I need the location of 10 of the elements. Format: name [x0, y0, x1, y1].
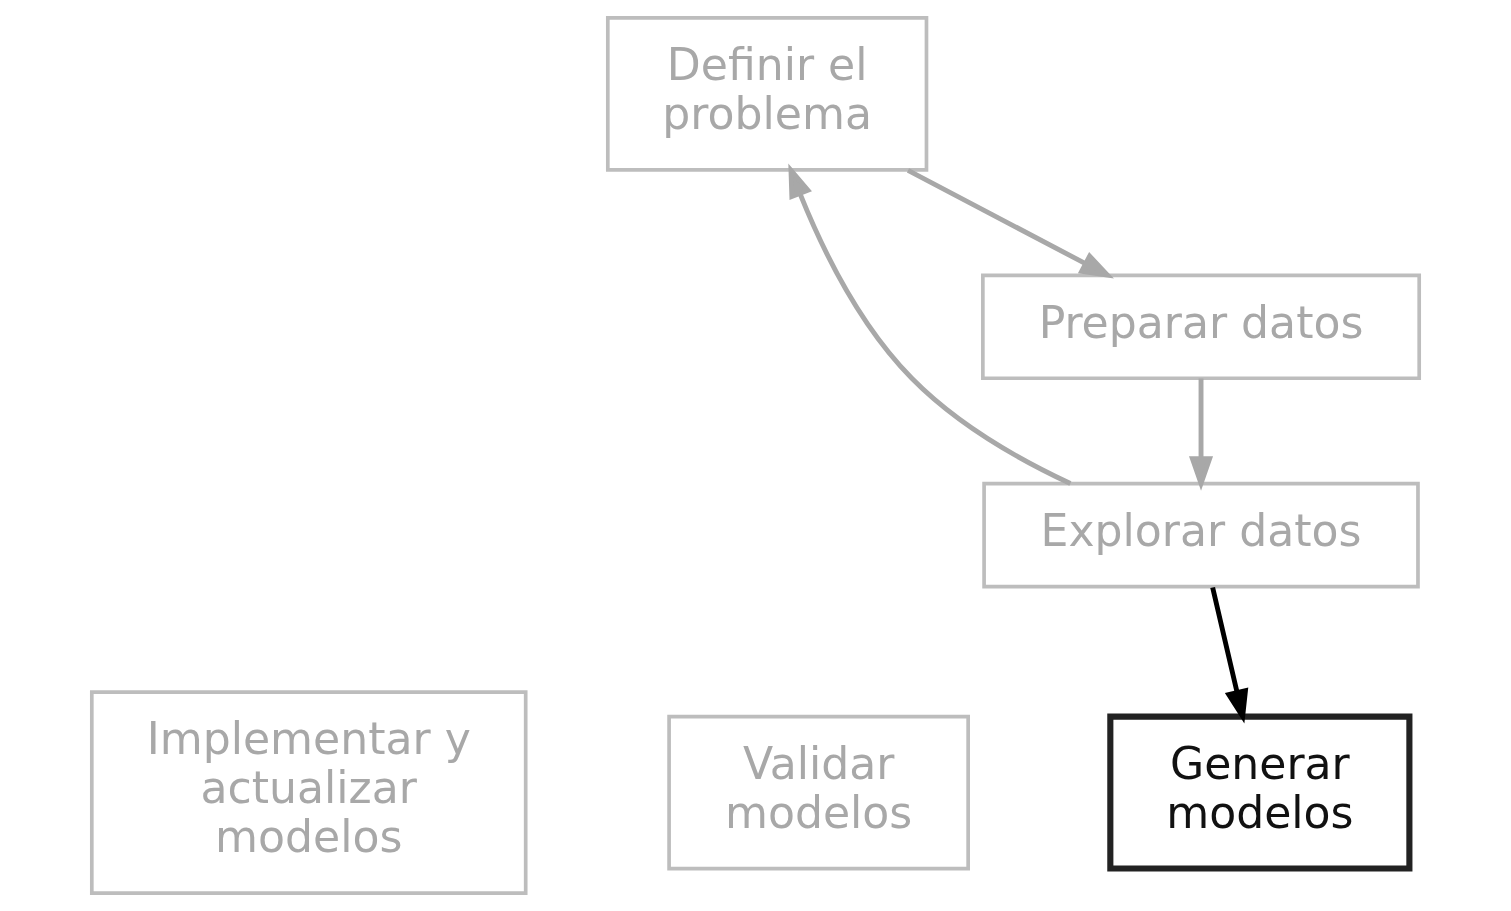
node-box: Generar modelos	[1107, 713, 1413, 872]
arrow	[906, 168, 1114, 279]
node-box: Explorar datos	[982, 481, 1420, 589]
node-box: Preparar datos	[981, 273, 1422, 381]
node-box: Validar modelos	[667, 714, 970, 871]
arrow	[788, 163, 1072, 486]
node-box: Definir el problema	[605, 16, 929, 172]
arrow	[1210, 586, 1249, 724]
node-box: Implementar y actualizar modelos	[89, 690, 528, 895]
arrow	[1189, 378, 1214, 491]
